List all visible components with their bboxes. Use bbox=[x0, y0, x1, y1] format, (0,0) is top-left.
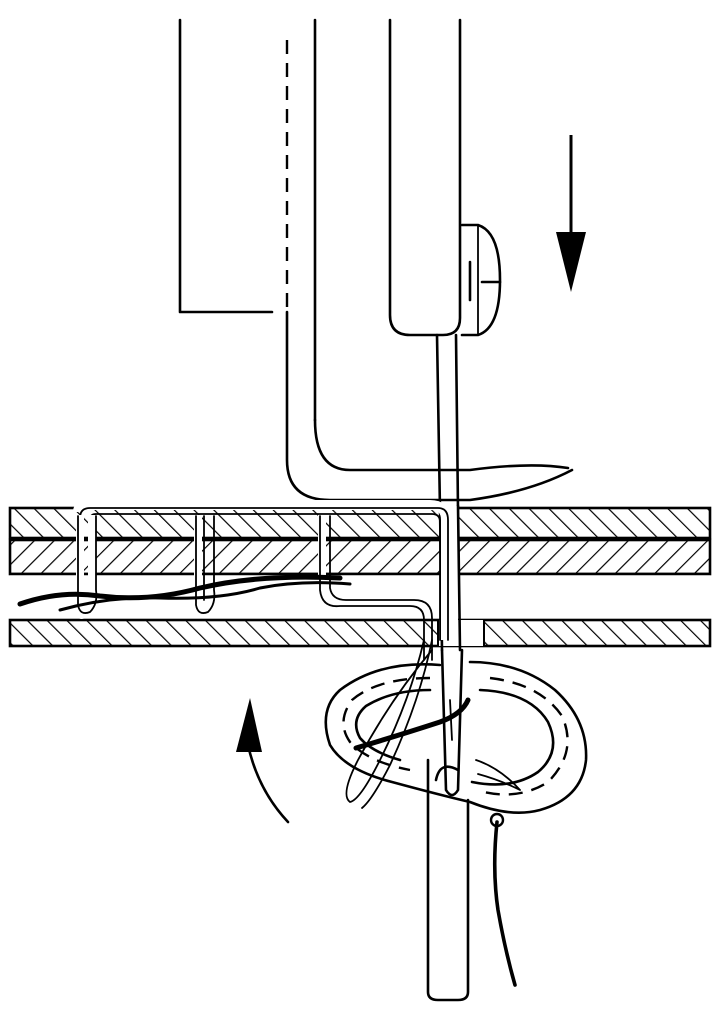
thread-loops bbox=[17, 500, 451, 661]
hook-rotation-arrow bbox=[236, 698, 290, 824]
needle-down-arrow bbox=[556, 135, 586, 292]
upper-thread-loop bbox=[345, 639, 433, 809]
bobbin-thread bbox=[489, 812, 517, 987]
fabric-layers bbox=[8, 504, 712, 652]
presser-foot bbox=[178, 18, 574, 502]
set-screw bbox=[460, 223, 502, 337]
rotary-hook bbox=[324, 648, 588, 1002]
needle-bar bbox=[388, 18, 462, 337]
needle bbox=[435, 333, 460, 512]
